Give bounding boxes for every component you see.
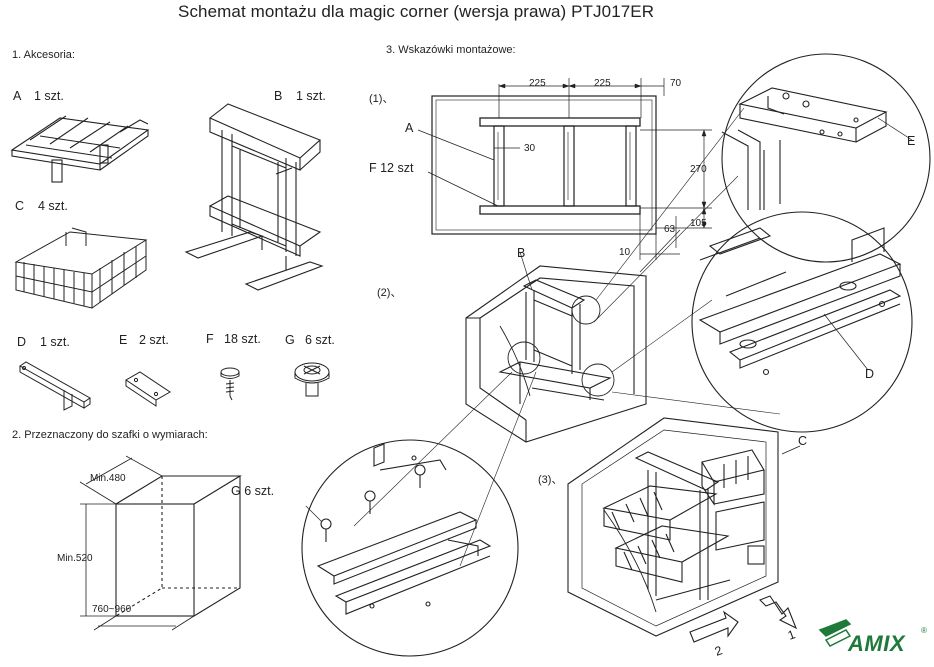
part-e-qty: 2 szt. <box>139 333 169 347</box>
page-title: Schemat montażu dla magic corner (wersja… <box>178 2 655 21</box>
callout-c: C <box>798 434 808 448</box>
part-e-bracket <box>125 371 171 407</box>
dim-63: 63 <box>664 224 676 235</box>
step1-plan <box>417 78 712 273</box>
dim-225-left: 225 <box>529 78 546 89</box>
part-b-qty: 1 szt. <box>296 89 326 103</box>
section-accessories-heading: 1. Akcesoria: <box>12 49 75 61</box>
part-a-qty: 1 szt. <box>34 89 64 103</box>
dim-10: 10 <box>619 247 631 258</box>
part-g-letter: G <box>285 333 295 347</box>
section-cabinet-heading: 2. Przeznaczony do szafki o wymiarach: <box>12 429 208 441</box>
step-3-marker: (3)、 <box>538 474 563 486</box>
callout-d: D <box>865 367 875 381</box>
callout-f-12: F 12 szt <box>369 161 414 175</box>
part-a-frame <box>10 115 150 183</box>
section-instructions-heading: 3. Wskazówki montażowe: <box>386 44 516 56</box>
cabinet-depth-label: Min.480 <box>90 473 126 484</box>
part-d-letter: D <box>17 335 27 349</box>
step2-cabinet <box>353 107 781 567</box>
part-d-bar <box>19 361 91 411</box>
cabinet-width-label: 760~960 <box>92 604 132 615</box>
zoom-g <box>301 439 519 657</box>
part-f-screw <box>220 367 240 401</box>
zoom-e <box>721 53 931 263</box>
dim-270: 270 <box>690 164 707 175</box>
part-c-basket <box>14 227 148 309</box>
amix-logo-text: AMIX <box>848 631 905 656</box>
callout-a: A <box>405 121 414 135</box>
part-g-screw <box>294 362 330 397</box>
part-d-qty: 1 szt. <box>40 335 70 349</box>
zoom-d <box>691 211 913 433</box>
part-a-letter: A <box>13 89 22 103</box>
part-f-qty: 18 szt. <box>224 332 261 346</box>
step-1-marker: (1)、 <box>369 93 394 105</box>
part-e-letter: E <box>119 333 128 347</box>
part-b-frame <box>184 103 324 291</box>
amix-logo: AMIX ® <box>818 618 930 664</box>
dim-70: 70 <box>670 78 682 89</box>
part-g-qty: 6 szt. <box>305 333 335 347</box>
amix-logo-mark <box>818 619 852 647</box>
dim-225-right: 225 <box>594 78 611 89</box>
direction-arrows <box>689 595 798 643</box>
dim-30: 30 <box>524 143 536 154</box>
cabinet-box <box>79 455 242 631</box>
callout-b: B <box>517 246 526 260</box>
part-c-qty: 4 szt. <box>38 199 68 213</box>
part-c-letter: C <box>15 199 25 213</box>
callout-e: E <box>907 134 916 148</box>
dim-105: 105 <box>690 218 707 229</box>
step3-cabinet <box>567 417 801 637</box>
step-2-marker: (2)、 <box>377 287 402 299</box>
registered-mark: ® <box>921 626 927 635</box>
part-f-letter: F <box>206 332 214 346</box>
cabinet-height-label: Min.520 <box>57 553 93 564</box>
part-b-letter: B <box>274 89 283 103</box>
callout-g-6: G 6 szt. <box>231 484 275 498</box>
